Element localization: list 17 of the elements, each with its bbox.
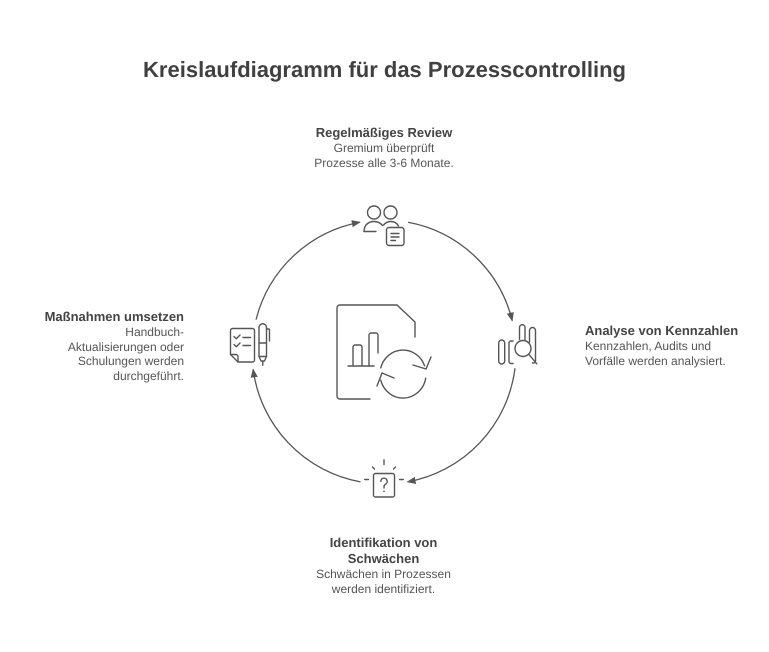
cycle-arrow bbox=[406, 368, 516, 484]
step-description: Kennzahlen, Audits und Vorfälle werden analysiert. bbox=[585, 339, 727, 368]
step-heading: Analyse von Kennzahlen bbox=[585, 323, 740, 339]
step-heading: Regelmäßiges Review bbox=[314, 125, 454, 141]
diagram-title: Kreislaufdiagramm für das Prozesscontrolling bbox=[143, 56, 626, 84]
bar-chart-magnifier-icon bbox=[498, 324, 538, 365]
question-mark-icon bbox=[364, 459, 404, 498]
checklist-pen-icon bbox=[229, 323, 271, 366]
team-document-icon bbox=[363, 205, 405, 246]
step-description: Handbuch-Aktualisierungen oder Schulungen werden durchgeführt. bbox=[66, 325, 184, 383]
cycle-arrow bbox=[255, 220, 361, 320]
step-description: Gremium überprüft Prozesse alle 3-6 Monate. bbox=[313, 141, 455, 170]
step-heading: Maßnahmen umsetzen bbox=[44, 309, 184, 325]
cycle-arrow bbox=[251, 368, 361, 483]
cycle-arrow bbox=[408, 222, 514, 322]
step-description: Schwächen in Prozessen werden identifiziert. bbox=[315, 567, 452, 596]
step-heading: Identifikation von Schwächen bbox=[328, 535, 438, 567]
